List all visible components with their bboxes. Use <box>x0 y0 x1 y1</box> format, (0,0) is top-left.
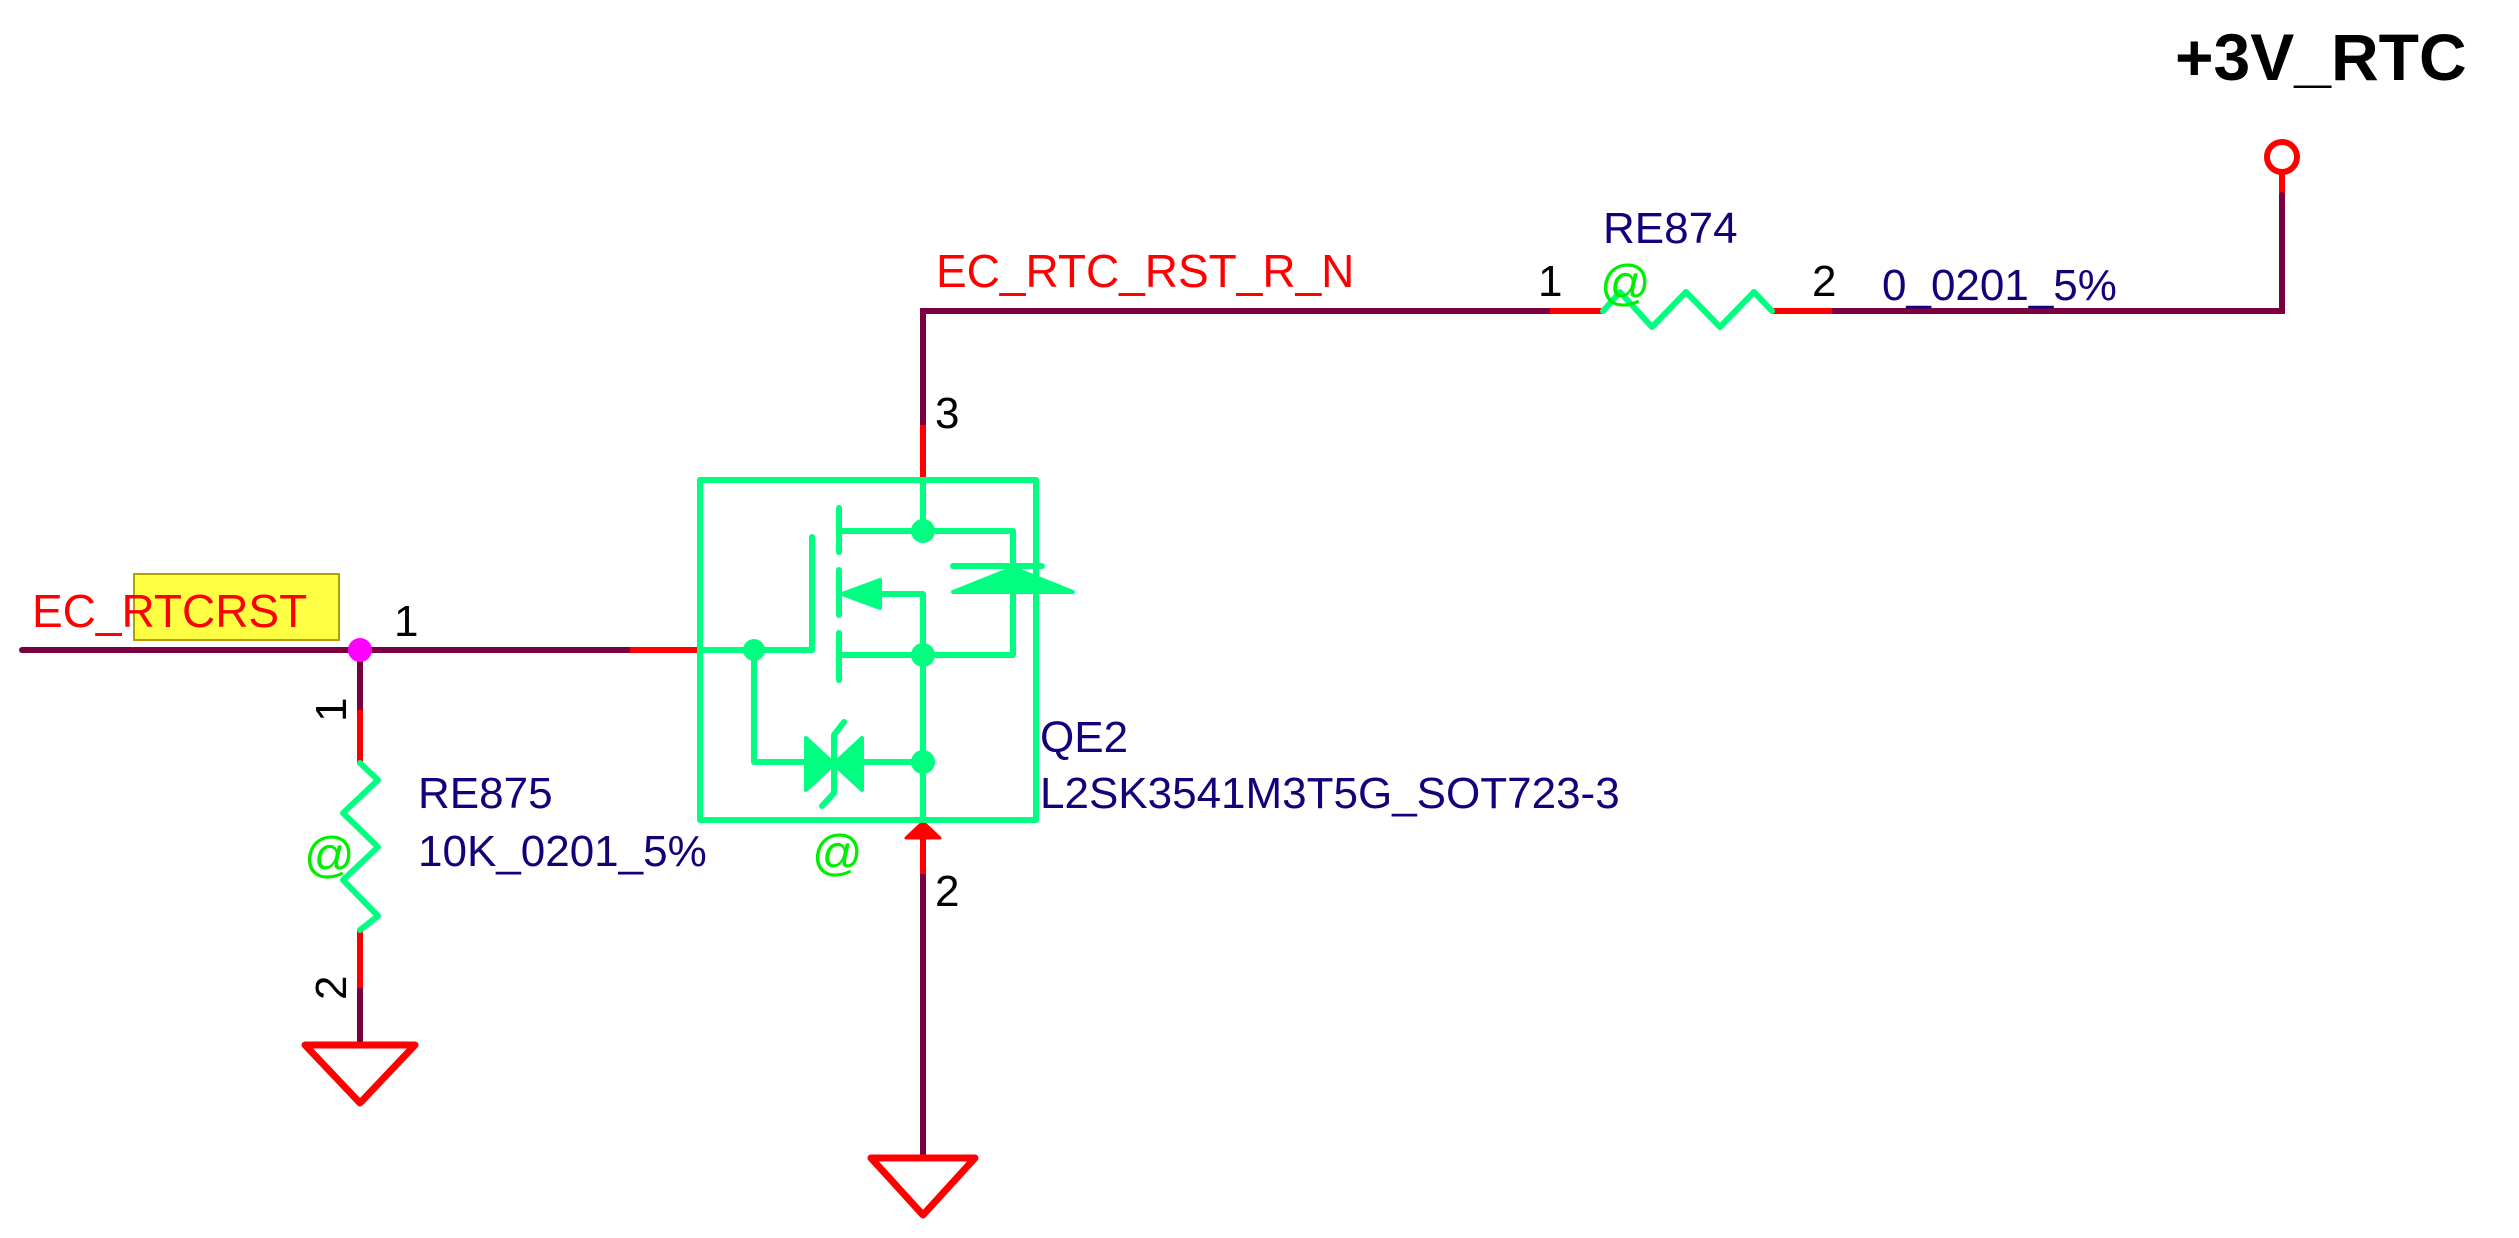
resistor-re875[interactable]: 1 2 @ RE875 10K_0201_5% <box>304 698 707 1000</box>
body-arrow-icon <box>840 578 882 610</box>
junction-dot <box>348 638 372 662</box>
source-lead <box>839 587 1016 658</box>
qe2-drain-pin-number: 3 <box>935 389 959 438</box>
wire-3v-rtc[interactable] <box>1829 192 2285 314</box>
re874-value: 0_0201_5% <box>1882 261 2117 310</box>
zener-triangle-icon <box>832 736 864 792</box>
qe2-part-number: L2SK3541M3T5G_SOT723-3 <box>1040 769 1620 818</box>
gate-lead <box>697 534 815 653</box>
re875-marker: @ <box>304 827 355 883</box>
body-lead <box>877 591 926 823</box>
mosfet-qe2[interactable]: 1 3 2 QE2 L2SK3541M3T5G_S <box>394 389 1620 916</box>
net-label-highlighted: RTCRST <box>121 585 307 637</box>
source-arrow-icon <box>904 820 942 840</box>
body-diode-icon <box>951 566 1075 594</box>
resistor-zigzag-icon <box>1600 289 1775 330</box>
qe2-gate-pin-number: 1 <box>394 597 418 646</box>
power-port-circle-icon <box>2264 139 2300 175</box>
resistor-re874[interactable]: RE874 1 2 0_0201_5% @ <box>1538 204 2117 330</box>
qe2-marker: @ <box>812 825 863 881</box>
qe2-source-pin-number: 2 <box>935 867 959 916</box>
qe2-refdes: QE2 <box>1040 713 1128 762</box>
wires <box>19 192 2285 1161</box>
junction-dot <box>911 750 935 774</box>
net-label-ec-rtcrst[interactable]: EC_RTCRST <box>32 573 340 641</box>
zener-triangle-icon <box>804 736 836 792</box>
re874-pin1-number: 1 <box>1538 257 1562 306</box>
search-highlight <box>133 573 340 641</box>
re874-refdes: RE874 <box>1603 204 1738 253</box>
power-rail-label: +3V_RTC <box>2175 20 2467 94</box>
junction-dot <box>911 519 935 543</box>
zener-lead <box>751 647 811 765</box>
zener-bar <box>819 719 847 809</box>
net-label-prefix: EC_ <box>32 585 123 637</box>
drain-lead <box>839 528 1016 573</box>
wire-drain-net[interactable] <box>920 308 1553 475</box>
resistor-zigzag-icon <box>340 760 381 933</box>
power-rail-3v-rtc[interactable]: +3V_RTC <box>2175 20 2467 195</box>
re875-value: 10K_0201_5% <box>418 827 707 876</box>
re874-pin2-number: 2 <box>1812 257 1836 306</box>
net-label-ec-rtc-rst-r-n[interactable]: EC_RTC_RST_R_N <box>936 245 1354 297</box>
re875-pin1-number: 1 <box>307 698 356 722</box>
re874-marker: @ <box>1600 255 1651 311</box>
ground-icon <box>301 1041 419 1107</box>
re875-refdes: RE875 <box>418 769 553 818</box>
ground-icon <box>867 1154 979 1219</box>
svg-text:EC_RTCRST: EC_RTCRST <box>32 585 307 637</box>
re875-pin2-number: 2 <box>307 976 356 1000</box>
